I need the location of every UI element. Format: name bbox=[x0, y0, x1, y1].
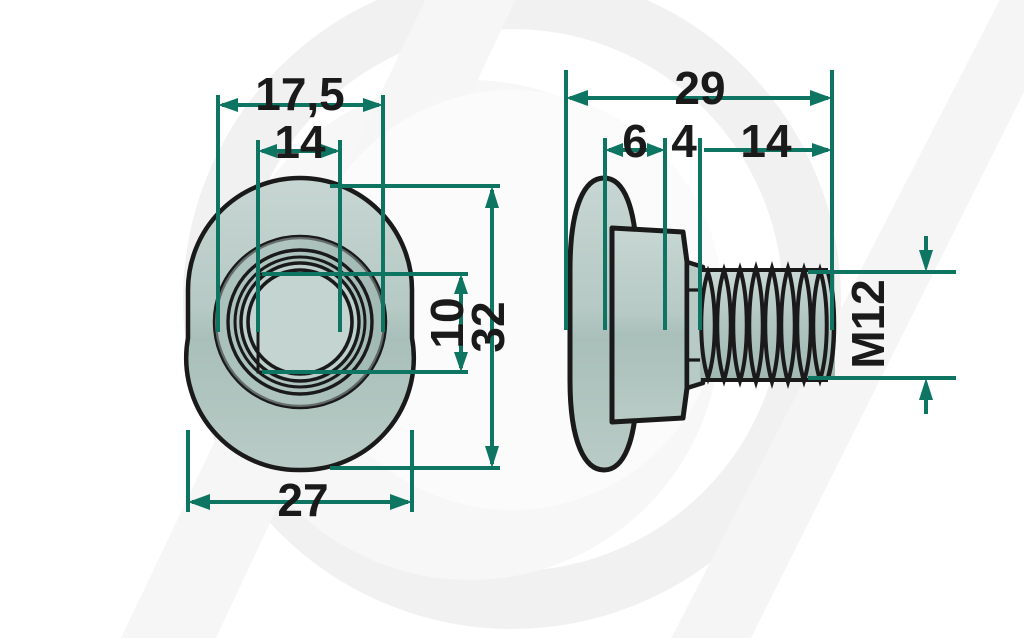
arrow-10-top bbox=[454, 274, 468, 294]
dim-label-4: 4 bbox=[671, 115, 697, 167]
arrow-29-left bbox=[566, 90, 588, 106]
dim-label-14-side: 14 bbox=[740, 115, 792, 167]
arrow-27-right bbox=[390, 494, 412, 510]
dim-label-10: 10 bbox=[421, 297, 473, 348]
arrow-m12-top bbox=[919, 250, 933, 272]
front-dimension-lines bbox=[186, 95, 500, 512]
arrow-29-right bbox=[810, 90, 832, 106]
front-view-geometry bbox=[183, 175, 417, 473]
arrow-6-left bbox=[605, 143, 623, 157]
arrow-14-side-right bbox=[812, 143, 832, 157]
dim-label-17-5: 17,5 bbox=[255, 68, 345, 120]
arrow-10-bottom bbox=[454, 352, 468, 372]
dim-label-6: 6 bbox=[622, 115, 648, 167]
front-thread-circle-1 bbox=[226, 248, 374, 396]
side-thread-envelope bbox=[703, 268, 828, 382]
dim-label-27: 27 bbox=[277, 474, 328, 526]
front-dimension-labels: 17,5 14 27 10 32 bbox=[255, 68, 514, 526]
front-bore-circle bbox=[246, 268, 354, 376]
arrow-14-right bbox=[321, 144, 340, 158]
dim-label-29: 29 bbox=[674, 62, 725, 114]
front-thread-circle-2 bbox=[233, 255, 367, 389]
arrow-27-left bbox=[188, 494, 210, 510]
arrow-32-top bbox=[485, 186, 499, 208]
side-dimension-labels: 29 6 4 14 M12 bbox=[622, 62, 894, 369]
arrow-14-left bbox=[258, 144, 277, 158]
side-flange-collar bbox=[609, 225, 690, 425]
arrow-17-5-right bbox=[363, 98, 383, 112]
dim-label-m12: M12 bbox=[842, 279, 894, 368]
dim-label-14: 14 bbox=[274, 116, 326, 168]
arrow-6-right bbox=[647, 143, 665, 157]
arrow-m12-bottom bbox=[919, 378, 933, 400]
arrow-32-bottom bbox=[485, 446, 499, 468]
arrow-17-5-left bbox=[218, 98, 238, 112]
side-dimension-lines bbox=[564, 70, 956, 414]
dim-label-32: 32 bbox=[462, 301, 514, 352]
side-thread-profile bbox=[699, 261, 829, 389]
